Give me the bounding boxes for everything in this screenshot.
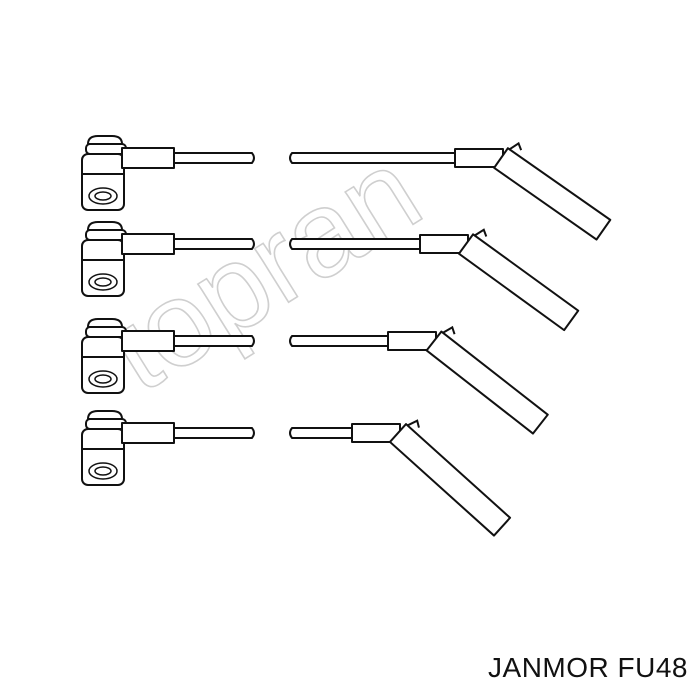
plug-collar bbox=[85, 143, 127, 155]
plug-arm bbox=[121, 233, 175, 255]
boot-angled-body bbox=[388, 419, 512, 537]
distributor-boot bbox=[387, 325, 549, 435]
boot-angled-body bbox=[493, 141, 612, 241]
cable-4 bbox=[81, 410, 512, 537]
wire-right-segment bbox=[289, 335, 389, 347]
plug-arm bbox=[121, 147, 175, 169]
plug-top-cap bbox=[87, 410, 123, 420]
boot-clip bbox=[474, 228, 488, 237]
boot-sleeve bbox=[425, 330, 549, 435]
wire-right-segment bbox=[289, 238, 421, 250]
boot-clip bbox=[442, 325, 456, 335]
distributor-boot bbox=[351, 419, 512, 537]
wire-right-segment bbox=[289, 152, 456, 164]
boot-angled-body bbox=[425, 325, 549, 435]
plug-top-cap bbox=[87, 135, 123, 145]
plug-collar bbox=[85, 229, 127, 241]
distributor-boot bbox=[454, 141, 612, 241]
product-caption: JANMOR FU48 bbox=[488, 652, 688, 683]
plug-terminal-inner bbox=[94, 191, 112, 201]
cables-group bbox=[81, 135, 612, 537]
plug-collar bbox=[85, 326, 127, 338]
boot-angled-body bbox=[457, 228, 580, 332]
cable-3 bbox=[81, 318, 549, 435]
boot-clip bbox=[407, 419, 420, 428]
plug-top-cap bbox=[87, 221, 123, 231]
plug-terminal-inner bbox=[94, 277, 112, 287]
plug-terminal-inner bbox=[94, 466, 112, 476]
wire-left-segment bbox=[173, 152, 255, 164]
plug-arm bbox=[121, 422, 175, 444]
wire-left-segment bbox=[173, 238, 255, 250]
distributor-boot bbox=[419, 228, 580, 332]
boot-clip bbox=[508, 141, 523, 151]
cable-1 bbox=[81, 135, 612, 241]
plug-collar bbox=[85, 418, 127, 430]
boot-sleeve bbox=[457, 233, 580, 332]
plug-top-cap bbox=[87, 318, 123, 328]
boot-sleeve bbox=[493, 147, 612, 241]
wire-left-segment bbox=[173, 427, 255, 439]
cable-2 bbox=[81, 221, 580, 332]
wire-right-segment bbox=[289, 427, 353, 439]
plug-arm bbox=[121, 330, 175, 352]
wire-left-segment bbox=[173, 335, 255, 347]
plug-terminal-inner bbox=[94, 374, 112, 384]
boot-sleeve bbox=[388, 423, 512, 537]
